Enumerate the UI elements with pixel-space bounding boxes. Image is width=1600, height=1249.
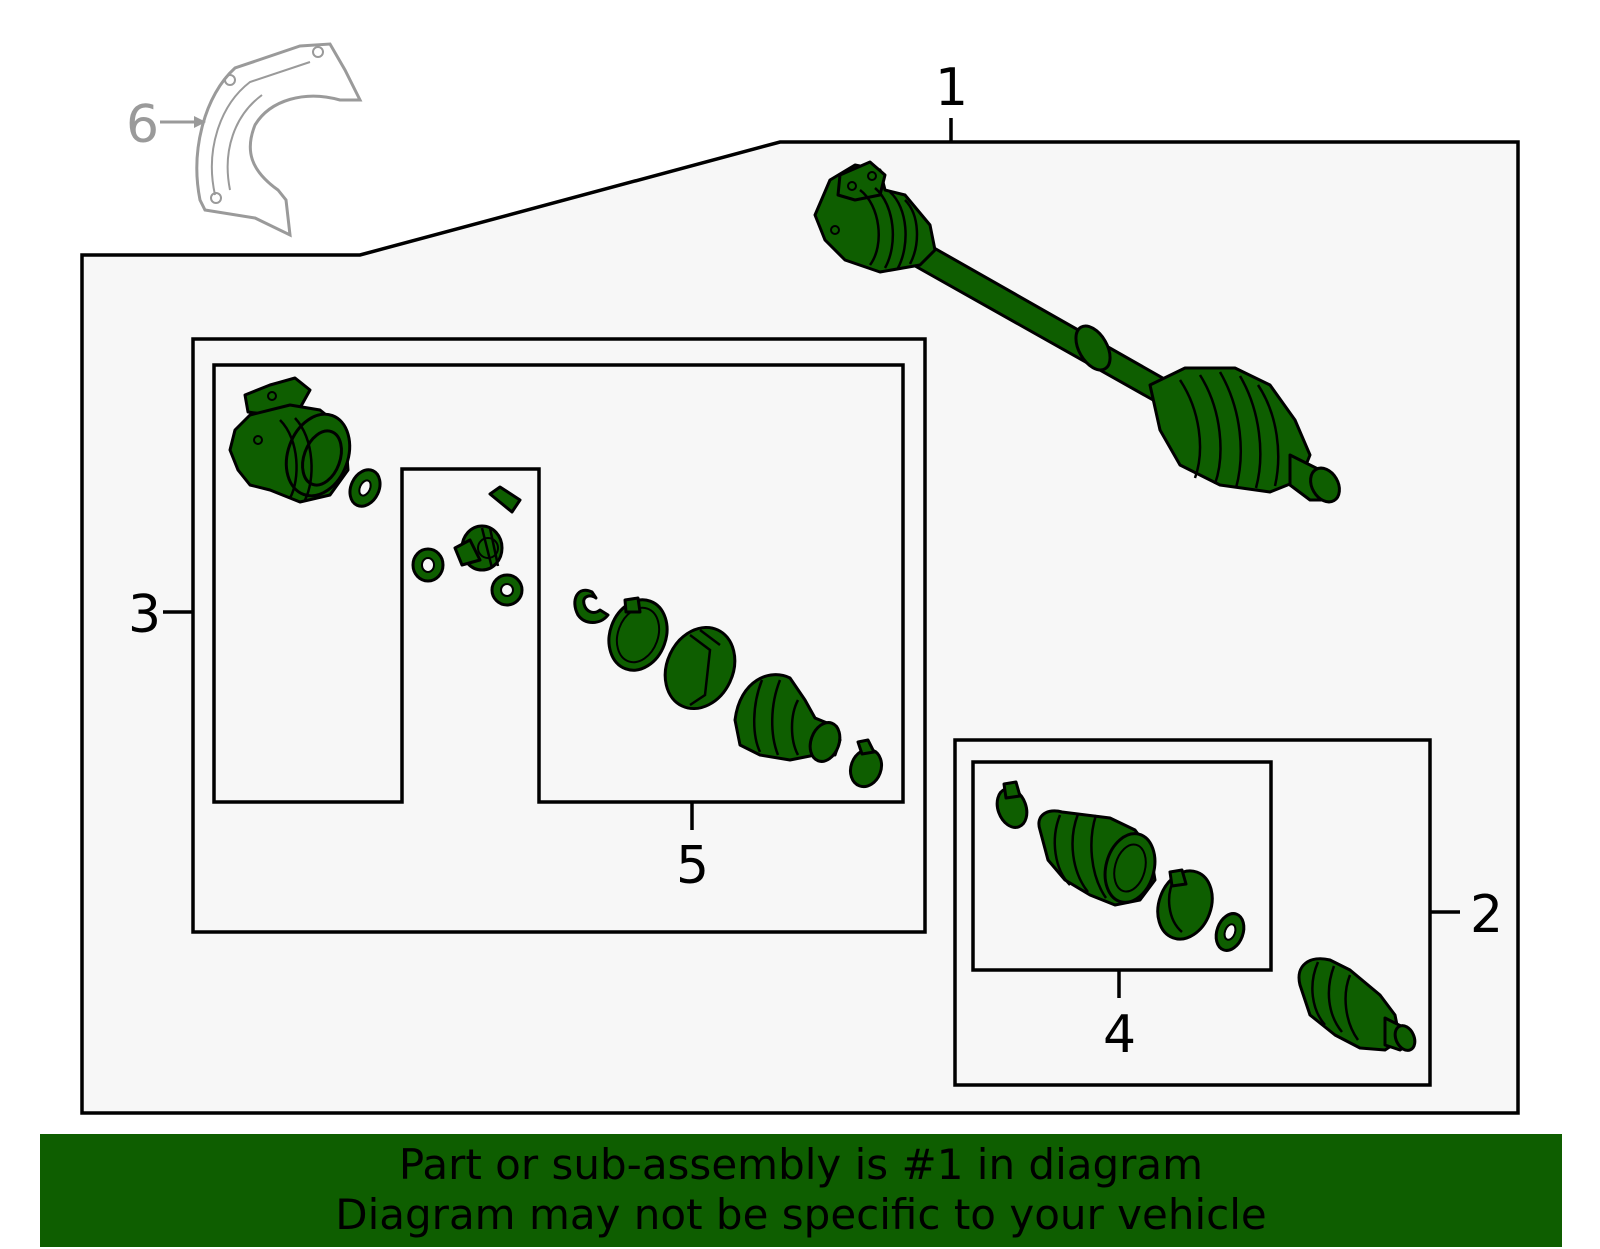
tripod-spider <box>453 485 522 572</box>
info-banner: Part or sub-assembly is #1 in diagram Di… <box>40 1134 1562 1247</box>
outer-boot-clamp-large <box>1156 868 1214 941</box>
axle-shaft-assembly <box>813 160 1341 504</box>
assembly-5-box <box>212 363 905 804</box>
callout-3: 3 <box>128 585 161 645</box>
outer-boot-clamp-small <box>995 780 1029 829</box>
callout-6-arrow <box>194 116 206 128</box>
part-6-splash-shield <box>195 42 363 238</box>
outer-cv-joint <box>1297 957 1417 1052</box>
outer-joint-seal-ring <box>1214 912 1246 952</box>
callout-2: 2 <box>1470 885 1503 945</box>
callout-5: 5 <box>676 836 709 896</box>
banner-line-1: Part or sub-assembly is #1 in diagram <box>398 1140 1204 1189</box>
boot-clamp-large <box>607 596 669 672</box>
boot-clamp-small <box>848 738 884 789</box>
tripod-roller-1 <box>411 547 445 583</box>
banner-line-2: Diagram may not be specific to your vehi… <box>335 1190 1267 1239</box>
snap-ring <box>573 588 610 624</box>
callout-4: 4 <box>1103 1005 1136 1065</box>
housing-seal-ring <box>348 468 382 508</box>
inner-cv-housing <box>228 376 352 504</box>
outer-cv-boot <box>1037 809 1157 907</box>
tripod-roller-2 <box>490 573 524 607</box>
boot-retainer <box>663 625 737 711</box>
callout-6: 6 <box>126 95 159 155</box>
inner-cv-boot <box>733 673 842 763</box>
callout-1: 1 <box>935 58 968 118</box>
